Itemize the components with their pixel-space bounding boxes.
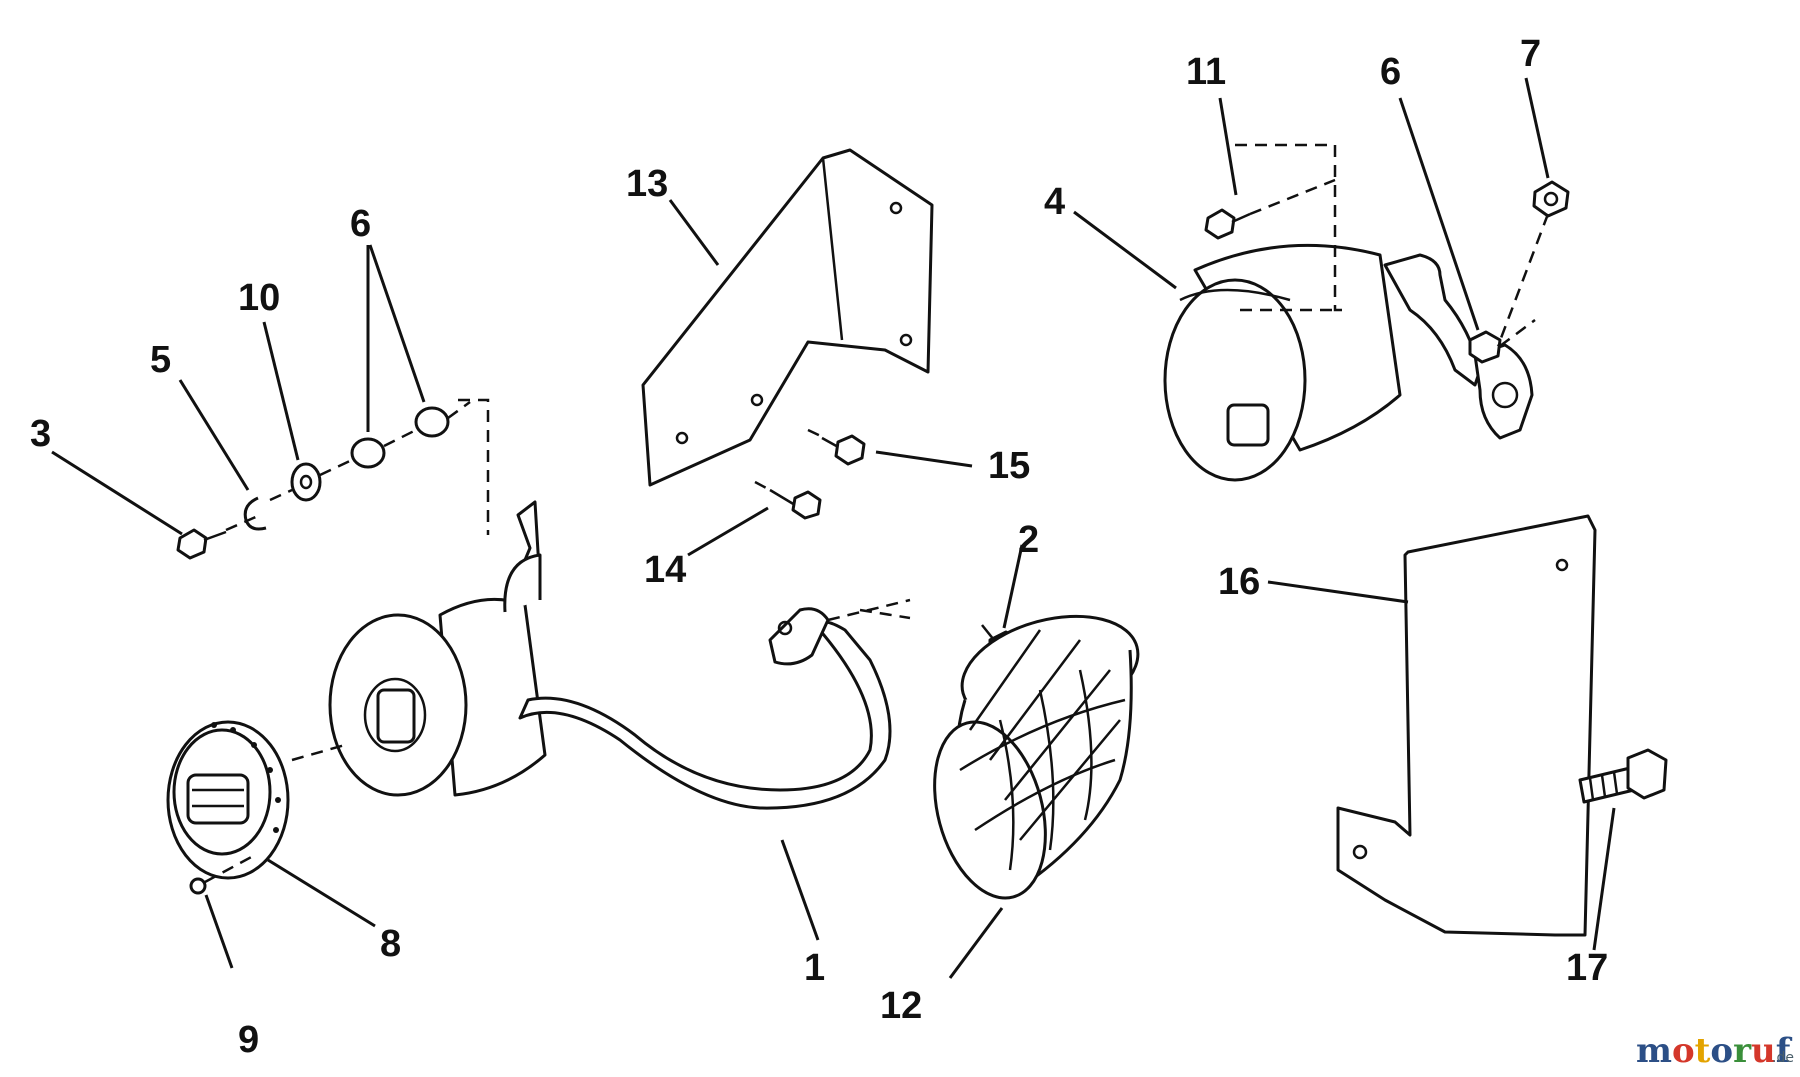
assembly-line-2 — [827, 598, 911, 622]
muffler-guard-12 — [933, 614, 1140, 900]
callout-11: 11 — [1186, 51, 1226, 93]
callout-15: 15 — [988, 445, 1030, 487]
assembly-line-15 — [807, 428, 826, 440]
bolt-14 — [769, 488, 822, 520]
callout-4: 4 — [1044, 181, 1065, 223]
assembly-line-7 — [1496, 213, 1550, 348]
callout-9: 9 — [238, 1019, 259, 1061]
wm-letter: u — [1751, 1031, 1776, 1071]
callout-2: 2 — [1018, 519, 1039, 561]
wm-letter: o — [1710, 1031, 1733, 1071]
callout-13: 13 — [626, 163, 668, 205]
callout-5: 5 — [150, 339, 171, 381]
callout-6-right: 6 — [1380, 51, 1401, 93]
watermark-motoruf: motoruf .de — [1636, 1031, 1794, 1071]
callout-10: 10 — [238, 277, 280, 319]
callout-6-left: 6 — [350, 203, 371, 245]
muffler-4 — [1163, 143, 1534, 482]
lock-washer-5 — [243, 496, 267, 531]
callout-3: 3 — [30, 413, 51, 455]
svg-text:motoruf: motoruf — [1636, 1031, 1793, 1071]
callout-1: 1 — [804, 947, 825, 989]
callout-17: 17 — [1566, 947, 1608, 989]
nut-6-right — [1468, 330, 1502, 364]
spark-arrestor-cap-8 — [166, 720, 290, 880]
callout-14: 14 — [644, 549, 686, 591]
wm-letter: r — [1733, 1031, 1752, 1071]
callout-8: 8 — [380, 923, 401, 965]
assembly-line-1-top — [458, 398, 490, 535]
assembly-line-11 — [1249, 178, 1336, 216]
callout-16: 16 — [1218, 561, 1260, 603]
wm-letter: m — [1636, 1031, 1672, 1071]
screw-9 — [189, 853, 256, 895]
nut-7 — [1532, 180, 1570, 218]
bracket-16 — [1336, 514, 1597, 937]
callout-12: 12 — [880, 985, 922, 1027]
assembly-line-14 — [754, 480, 771, 492]
callout-7: 7 — [1520, 33, 1541, 75]
spacer-6-left — [350, 406, 450, 469]
bolt-17 — [1578, 748, 1668, 804]
washer-10 — [290, 462, 322, 502]
muffler-1 — [328, 500, 892, 810]
leader-lines — [51, 77, 1616, 979]
bracket-13 — [641, 148, 934, 487]
bolt-3 — [176, 528, 227, 560]
assembly-line-8 — [291, 743, 346, 762]
bolt-15 — [821, 434, 866, 466]
wm-letter: o — [1672, 1031, 1695, 1071]
callout-numbers: 1 2 3 4 5 6 6 7 8 9 10 11 12 13 14 15 16… — [30, 33, 1608, 1061]
bolt-11 — [1204, 208, 1251, 240]
wm-letter: f — [1776, 1031, 1793, 1071]
wm-tld: .de — [1772, 1050, 1794, 1066]
wm-letter: t — [1695, 1031, 1711, 1071]
